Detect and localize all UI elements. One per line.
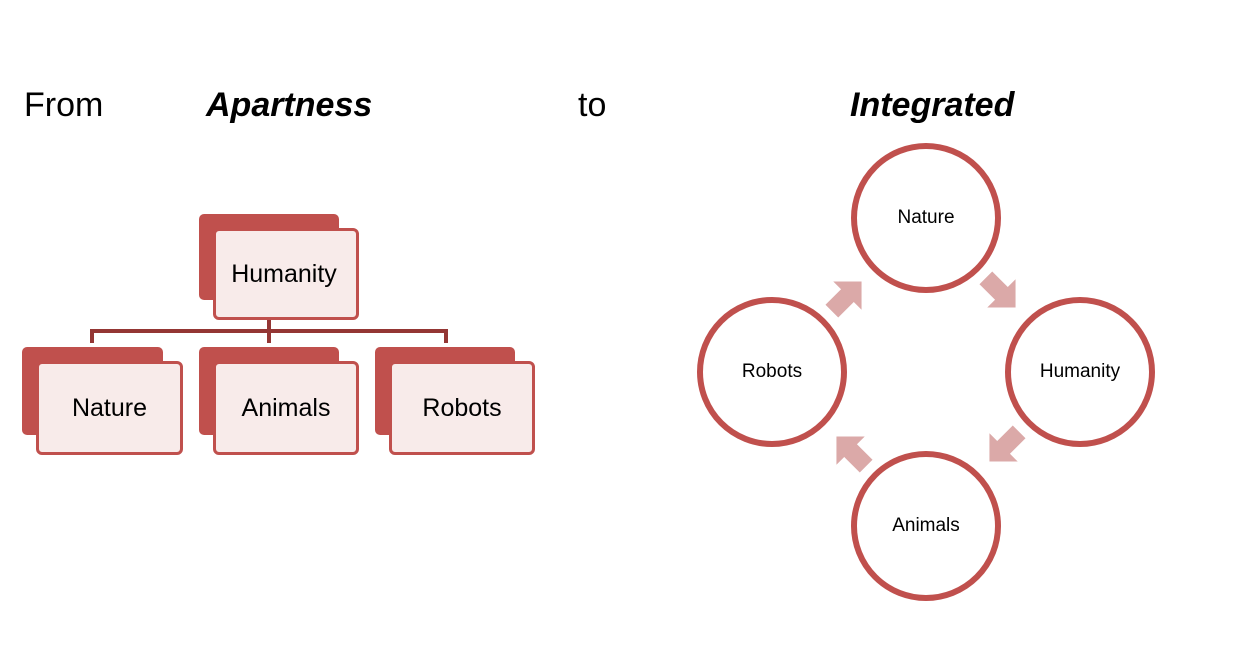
hierarchy-child-label: Animals	[213, 361, 359, 455]
cycle-node-label: Robots	[741, 361, 803, 382]
hierarchy-root-box: Humanity	[199, 214, 359, 320]
heading-integrated: Integrated	[850, 86, 1015, 124]
connector-drop-robots	[444, 329, 448, 343]
heading-apartness: Apartness	[206, 86, 373, 124]
connector-drop-nature	[90, 329, 94, 343]
heading-from: From	[24, 86, 104, 124]
cycle-arrow-icon	[836, 436, 873, 473]
cycle-node-label: Animals	[892, 515, 960, 536]
cycle-node-circle	[1005, 297, 1155, 447]
connector-drop-animals	[267, 329, 271, 343]
cycle-node-circle	[697, 297, 847, 447]
cycle-arrow-icon	[825, 281, 862, 318]
hierarchy-child-label: Robots	[389, 361, 535, 455]
cycle-node-circle	[851, 143, 1001, 293]
hierarchy-child-box: Nature	[22, 347, 183, 455]
cycle-node-label: Nature	[897, 207, 955, 228]
hierarchy-child-box: Robots	[375, 347, 535, 455]
heading-to: to	[578, 86, 607, 124]
hierarchy-root-label: Humanity	[213, 228, 359, 320]
cycle-node-circle	[851, 451, 1001, 601]
connector-root-stem	[267, 318, 271, 332]
cycle-arrow-icon	[989, 425, 1026, 462]
cycle-arrow-icon	[979, 271, 1016, 308]
cycle-node-label: Humanity	[1039, 361, 1121, 382]
hierarchy-child-box: Animals	[199, 347, 359, 455]
hierarchy-child-label: Nature	[36, 361, 183, 455]
